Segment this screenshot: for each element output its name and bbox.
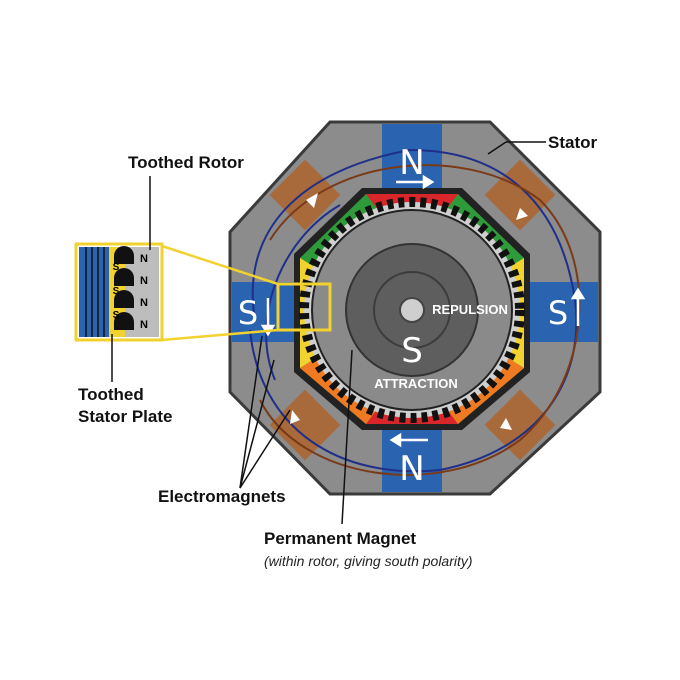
pole-bottom-label: N — [399, 449, 424, 489]
inset-n-1: N — [140, 253, 148, 265]
arrow-top-right-icon — [516, 208, 528, 220]
label-toothed-stator-plate-2: Stator Plate — [78, 407, 172, 426]
inset-s-2: S — [113, 286, 120, 297]
inset-n-4: N — [140, 319, 148, 331]
attraction-label: ATTRACTION — [374, 376, 458, 391]
rotor-pole-label: S — [401, 331, 423, 371]
callout-line-bottom — [161, 328, 279, 342]
callout-line-top — [161, 244, 279, 286]
pole-left-label: S — [238, 294, 258, 332]
pole-right — [528, 282, 598, 342]
arrow-top-left-icon — [306, 193, 318, 208]
pole-bottom — [382, 424, 442, 492]
leader-lines — [111, 141, 546, 525]
coil-top-left — [269, 159, 341, 231]
pole-top-label: N — [399, 143, 424, 183]
inset-s-3: S — [113, 310, 120, 321]
coil-top-right — [484, 159, 556, 231]
inset-n-2: N — [140, 275, 148, 287]
label-toothed-stator-plate-1: Toothed — [78, 385, 144, 404]
label-permanent-magnet: Permanent Magnet — [264, 529, 416, 548]
coil-bottom-right — [484, 389, 556, 461]
repulsion-label: REPULSION — [432, 302, 508, 317]
coil-bottom-left — [269, 389, 341, 461]
wire-arrows — [290, 193, 528, 430]
shaft — [399, 297, 425, 323]
label-stator: Stator — [548, 133, 598, 152]
inset-n-3: N — [140, 297, 148, 309]
inset-s-1: S — [113, 262, 120, 273]
arrow-bottom-left-icon — [290, 410, 300, 424]
label-toothed-rotor: Toothed Rotor — [128, 153, 244, 172]
pole-right-label: S — [548, 294, 568, 332]
label-permanent-magnet-note: (within rotor, giving south polarity) — [264, 553, 473, 569]
arrow-bottom-right-icon — [500, 418, 512, 430]
label-electromagnets: Electromagnets — [158, 487, 286, 506]
inset-zoom: N N N N S S S — [74, 242, 164, 342]
rotor-inner-ring — [373, 271, 451, 349]
callout-box — [276, 282, 332, 332]
